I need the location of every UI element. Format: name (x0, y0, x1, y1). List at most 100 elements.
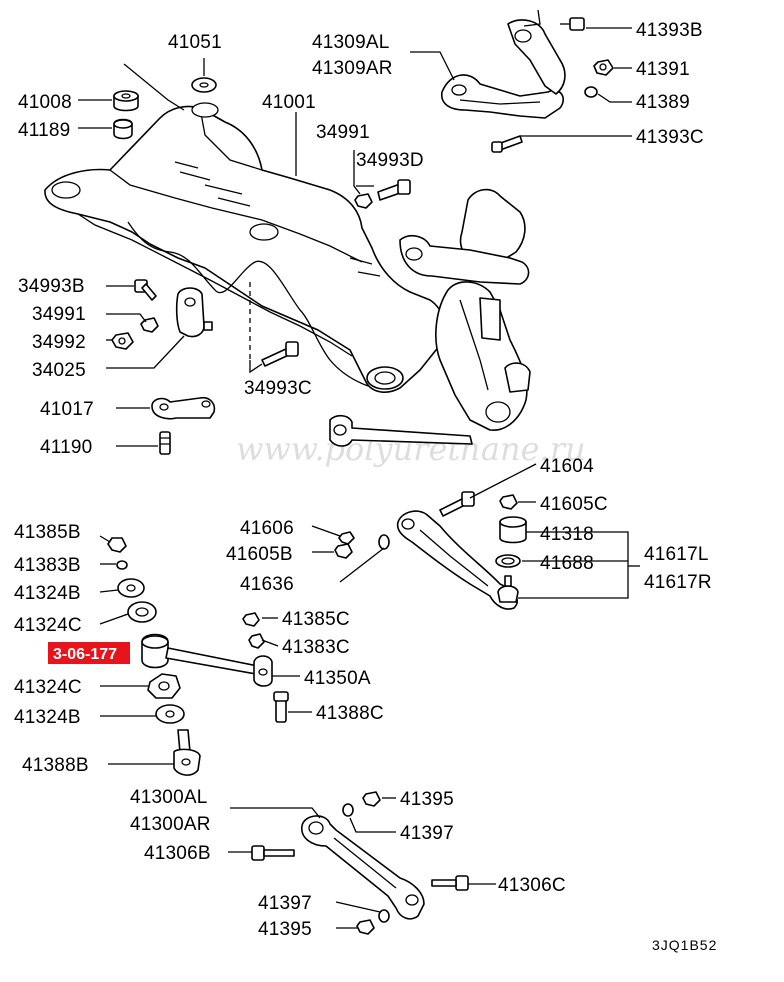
label-41605c: 41605C (540, 494, 608, 515)
label-41324b-bottom: 41324B (14, 707, 81, 728)
label-41636: 41636 (240, 574, 294, 595)
leader-lines (78, 9, 640, 929)
bolt-41388c (273, 691, 289, 723)
label-41008: 41008 (18, 92, 72, 113)
nut-41385b (107, 537, 127, 553)
part-labels: 41051 41309AL 41309AR 41393B 41391 41389… (14, 20, 712, 940)
label-41383c: 41383C (282, 637, 350, 658)
label-41617l: 41617L (644, 544, 709, 565)
washer-41385c (242, 612, 260, 627)
label-41389: 41389 (636, 92, 690, 113)
reference-badge-background (48, 642, 130, 664)
washer-41636 (378, 534, 390, 550)
ring-41688 (495, 554, 521, 568)
bump-stop-41318 (499, 516, 527, 544)
label-34992: 34992 (32, 332, 86, 353)
bolt-34993b (134, 279, 157, 301)
lower-arm-41617 (396, 510, 519, 610)
label-41385b: 41385B (14, 522, 81, 543)
bolt-34993d (377, 179, 411, 201)
label-41391: 41391 (636, 59, 690, 80)
label-34991-mid: 34991 (32, 304, 86, 325)
nut-41605b (334, 543, 353, 559)
nut-41391 (593, 59, 614, 76)
label-41309al: 41309AL (312, 32, 389, 53)
label-41300ar: 41300AR (130, 814, 211, 835)
crossmember-41001 (44, 102, 446, 393)
label-41324b-top: 41324B (14, 583, 81, 604)
label-41604: 41604 (540, 456, 594, 477)
bolt-41306b (251, 845, 295, 861)
label-41383b: 41383B (14, 555, 81, 576)
label-41309ar: 41309AR (312, 58, 393, 79)
reference-badge-text: 3-06-177 (53, 646, 117, 663)
washer-41389 (584, 86, 598, 98)
label-41306c: 41306C (498, 875, 566, 896)
nut-41383c (248, 633, 265, 649)
label-41001: 41001 (262, 92, 316, 113)
bracket-34025 (175, 287, 213, 338)
nut-41395-top (362, 791, 381, 807)
nut-41606 (338, 531, 355, 545)
label-34991-top: 34991 (316, 122, 370, 143)
upper-arm-41309 (440, 19, 566, 119)
nut-41605c (499, 494, 518, 510)
label-41388c: 41388C (316, 703, 384, 724)
label-41605b: 41605B (226, 544, 293, 565)
washer-41397-top (342, 803, 354, 817)
knuckle-assembly (399, 188, 531, 431)
bolt-41604 (439, 491, 475, 517)
washer-41324b-bottom (155, 704, 185, 724)
nut-41395-bottom (356, 919, 375, 935)
washer-41324b-top (117, 578, 145, 598)
label-41318: 41318 (540, 524, 594, 545)
label-41017: 41017 (40, 399, 94, 420)
lateral-rod (329, 414, 473, 447)
bushing-41189 (113, 118, 133, 140)
bushing-41008 (113, 90, 139, 112)
diagram-code: 3JQ1B52 (652, 937, 717, 953)
label-34025: 34025 (32, 360, 86, 381)
label-34993b: 34993B (18, 276, 85, 297)
label-41395-bottom: 41395 (258, 919, 312, 940)
label-41397-top: 41397 (400, 823, 454, 844)
label-41190: 41190 (40, 437, 92, 458)
washer-41383b (116, 560, 128, 570)
bushing-41324c-top (127, 601, 157, 623)
label-41606: 41606 (240, 518, 294, 539)
label-34993d: 34993D (356, 150, 424, 171)
label-41300al: 41300AL (130, 787, 207, 808)
label-41393b: 41393B (636, 20, 703, 41)
label-41385c: 41385C (282, 609, 350, 630)
label-41617r: 41617R (644, 572, 712, 593)
brake-line (127, 221, 369, 387)
label-41395-top: 41395 (400, 789, 454, 810)
washer-41051 (191, 77, 217, 93)
label-41324c-bottom: 41324C (14, 677, 82, 698)
label-41350a: 41350A (304, 668, 371, 689)
nut-34991-mid (140, 317, 159, 333)
label-41306b: 41306B (144, 843, 211, 864)
label-41189: 41189 (18, 120, 70, 141)
bracket-41017 (151, 396, 216, 420)
link-41350a (141, 633, 273, 687)
label-34993c: 34993C (244, 378, 312, 399)
bolt-41393b (560, 17, 585, 31)
bolt-41306c (431, 875, 469, 891)
reference-badge[interactable]: 3-06-177 (48, 642, 130, 664)
bolt-41190 (159, 431, 171, 455)
nut-34991-top (354, 193, 373, 209)
label-41051: 41051 (168, 32, 222, 53)
trailing-arm-41300 (301, 815, 425, 920)
label-41324c-top: 41324C (14, 615, 82, 636)
bolt-41393c (491, 135, 523, 153)
label-41397-bottom: 41397 (258, 893, 312, 914)
label-41393c: 41393C (636, 127, 704, 148)
nut-34992 (111, 332, 134, 350)
washer-41397-bottom (378, 909, 390, 923)
label-41388b: 41388B (22, 755, 89, 776)
bushing-41324c-bottom (147, 673, 181, 699)
bolt-34993c (261, 341, 299, 367)
bolt-41388b (173, 729, 201, 776)
